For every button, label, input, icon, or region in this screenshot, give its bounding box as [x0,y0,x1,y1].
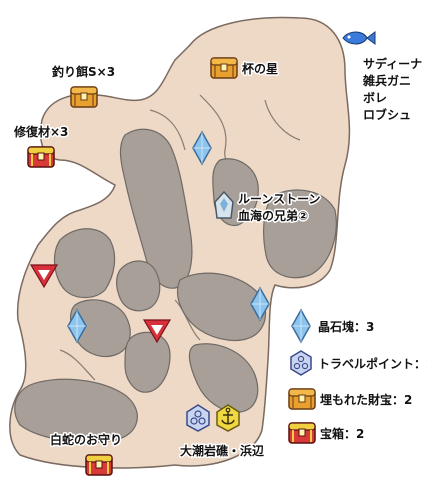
buried-treasure-icon[interactable] [70,86,98,108]
legend-chest-icon [288,422,316,444]
treasure-chest-icon[interactable] [85,454,113,476]
rock-formations [14,128,337,443]
legend-crystal-label: 晶石塊：3 [318,319,374,334]
fish-name-2: 雑兵ガニ [362,73,411,88]
cup-star-label: 杯の星 [242,61,278,76]
fish-name-1: サディーナ [363,56,422,71]
runestone-label-2: 血海の兄弟② [238,208,308,223]
legend-travel-icon [290,350,312,376]
legend-travel-label: トラベルポイント：2 [318,356,427,371]
travel-point-label: 大潮岩礁・浜辺 [180,443,264,458]
legend-buried-icon [288,388,316,410]
fish-icon [342,31,376,45]
repair-label: 修復材×3 [13,124,68,139]
treasure-chest-icon[interactable] [27,146,55,168]
runestone-icon[interactable] [214,190,234,219]
legend: 晶石塊：3 トラベルポイント：2 埋もれた財宝：2 宝箱：2 [288,309,427,444]
travel-point-icon[interactable] [186,404,210,432]
bait-label: 釣り餌S×3 [52,64,115,79]
legend-crystal-icon [291,309,311,343]
white-snake-label: 白蛇のお守り [50,432,122,447]
anchor-icon[interactable] [216,404,240,432]
fish-name-4: ロブシュ [363,107,411,122]
buried-treasure-icon[interactable] [210,57,238,79]
legend-chest-label: 宝箱：2 [320,426,364,441]
runestone-label-1: ルーンストーン [238,192,321,206]
fish-name-3: ボレ [363,90,387,105]
legend-buried-label: 埋もれた財宝：2 [320,392,412,407]
